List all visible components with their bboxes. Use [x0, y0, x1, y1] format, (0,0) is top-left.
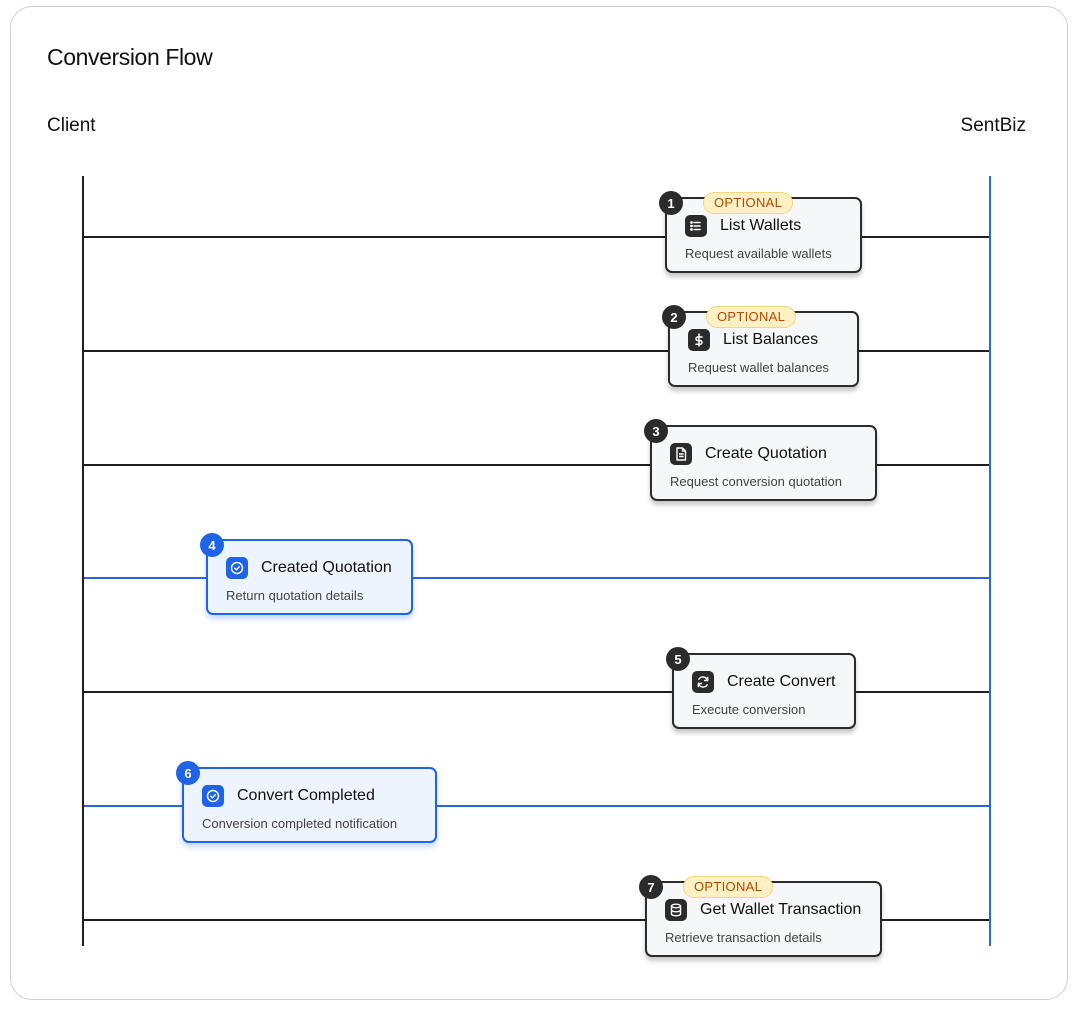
actor-client: Client — [47, 115, 96, 136]
step-box-3[interactable]: Create Quotation Request conversion quot… — [650, 425, 877, 501]
message-line-1 — [84, 236, 989, 238]
check-circle-icon — [202, 785, 224, 807]
step-number-badge: 6 — [176, 761, 200, 785]
sentbiz-lifeline — [989, 176, 991, 946]
step-box-7[interactable]: Get Wallet Transaction Retrieve transact… — [645, 881, 882, 957]
step-label: Convert Completed — [237, 787, 375, 804]
step-description: Request wallet balances — [688, 360, 829, 375]
message-line-7 — [84, 919, 989, 921]
message-line-4 — [84, 577, 989, 579]
step-description: Request conversion quotation — [670, 474, 843, 489]
step-description: Retrieve transaction details — [665, 930, 822, 945]
message-line-2 — [84, 350, 989, 352]
step-number-badge: 5 — [666, 647, 690, 671]
message-line-5 — [84, 691, 989, 693]
list-icon — [685, 215, 707, 237]
step-box-5[interactable]: Create Convert Execute conversion — [672, 653, 856, 729]
step-label: Created Quotation — [261, 559, 392, 576]
step-label: List Balances — [723, 331, 819, 348]
diagram-card — [10, 6, 1068, 1000]
optional-badge: OPTIONAL — [703, 192, 794, 214]
database-icon — [665, 899, 687, 921]
step-label: List Wallets — [720, 217, 802, 234]
document-icon — [670, 443, 692, 465]
step-description: Return quotation details — [226, 588, 364, 603]
optional-badge: OPTIONAL — [683, 876, 774, 898]
step-label: Create Quotation — [705, 445, 827, 462]
actor-sentbiz: SentBiz — [960, 115, 1026, 136]
client-lifeline — [82, 176, 84, 946]
dollar-icon — [688, 329, 710, 351]
step-number-badge: 4 — [200, 533, 224, 557]
diagram-title: Conversion Flow — [47, 44, 213, 70]
step-description: Execute conversion — [692, 702, 806, 717]
message-line-3 — [84, 464, 989, 466]
message-line-6 — [84, 805, 989, 807]
step-description: Conversion completed notification — [202, 816, 398, 831]
step-label: Get Wallet Transaction — [700, 901, 862, 918]
step-number-badge: 1 — [659, 191, 683, 215]
step-number-badge: 3 — [644, 419, 668, 443]
optional-badge: OPTIONAL — [706, 306, 797, 328]
step-number-badge: 2 — [662, 305, 686, 329]
step-box-4[interactable]: Created Quotation Return quotation detai… — [206, 539, 413, 615]
step-box-6[interactable]: Convert Completed Conversion completed n… — [182, 767, 437, 843]
refresh-icon — [692, 671, 714, 693]
step-description: Request available wallets — [685, 246, 832, 261]
step-box-1[interactable]: List Wallets Request available wallets — [665, 197, 862, 273]
step-number-badge: 7 — [639, 875, 663, 899]
step-label: Create Convert — [727, 673, 836, 690]
check-circle-icon — [226, 557, 248, 579]
